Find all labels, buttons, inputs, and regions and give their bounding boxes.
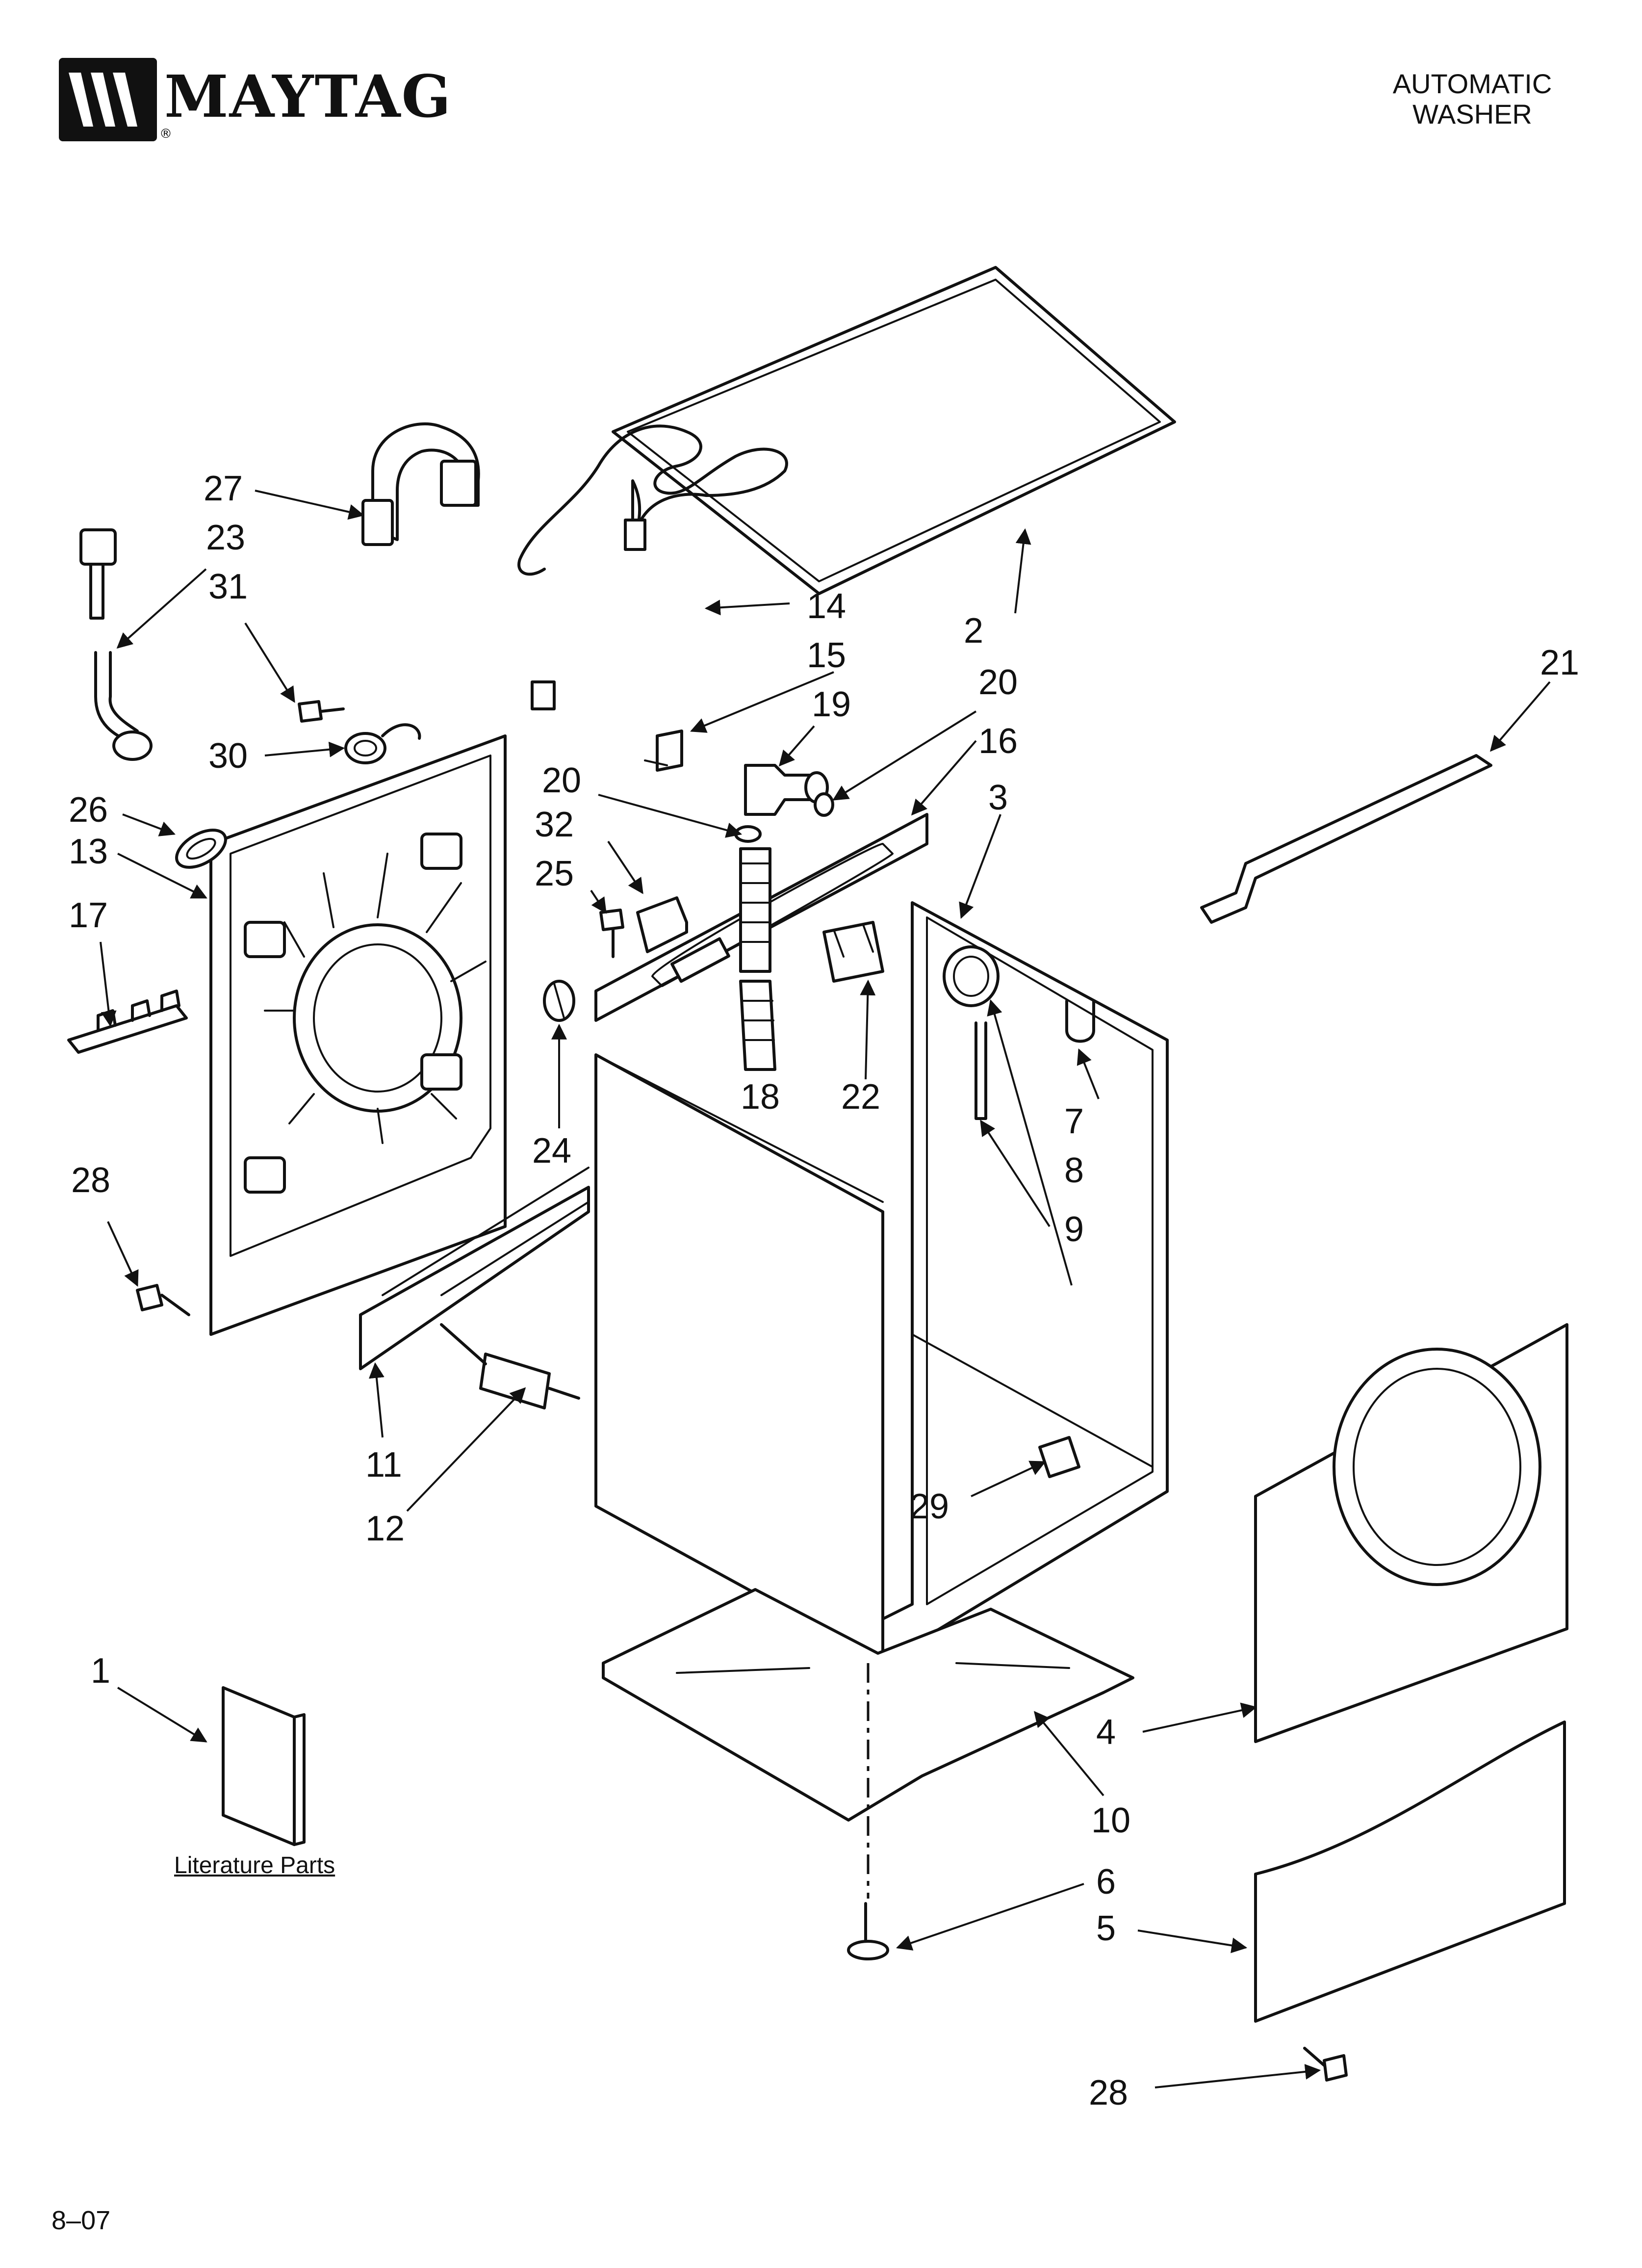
part-top-cover: [612, 266, 1176, 595]
part-lower-front-panel: [1254, 1721, 1566, 2023]
maytag-logo: MAYTAG ®: [59, 58, 451, 146]
part-air-hose: [975, 1021, 987, 1120]
leader-lines: [100, 490, 1551, 2088]
brand-registered-mark: ®: [159, 127, 172, 141]
part-cabinet-body: [594, 1053, 884, 1665]
callout-4: 4: [1096, 1713, 1116, 1752]
callout-9: 9: [1064, 1210, 1084, 1249]
callout-27: 27: [204, 469, 243, 508]
part-leveling-foot: [847, 1663, 889, 1960]
callout-6: 6: [1096, 1862, 1116, 1902]
document-title: AUTOMATIC WASHER: [1350, 69, 1595, 129]
callout-22: 22: [841, 1077, 880, 1117]
part-damper: [440, 1323, 580, 1409]
part-grommet: [175, 829, 227, 869]
callout-31: 31: [208, 567, 248, 606]
callout-14: 14: [807, 587, 846, 626]
part-hose-holder: [67, 990, 188, 1054]
part-clamp-24: [543, 980, 575, 1022]
part-fill-hose: [79, 528, 153, 761]
callout-13: 13: [69, 832, 108, 871]
title-line-2: WASHER: [1412, 98, 1532, 130]
part-pressure-switch: [943, 945, 1000, 1007]
part-brace: [1200, 754, 1492, 924]
callout-11: 11: [365, 1445, 402, 1485]
callout-10: 10: [1091, 1801, 1130, 1840]
brand-name: MAYTAG: [164, 62, 452, 130]
part-screw-left: [136, 1284, 190, 1316]
part-clip: [636, 896, 688, 953]
callout-12: 12: [365, 1509, 405, 1548]
part-clamp-and-screw: [298, 700, 421, 764]
callout-23: 23: [206, 518, 245, 557]
part-power-cord: [517, 424, 788, 710]
maytag-logo-mark: [59, 58, 157, 141]
callout-21: 21: [1540, 643, 1579, 682]
callout-8: 8: [1064, 1151, 1084, 1190]
callout-7: 7: [1064, 1102, 1084, 1141]
literature-parts-label: Literature Parts: [174, 1852, 335, 1878]
part-front-panel: [1254, 1323, 1568, 1743]
callout-24: 24: [532, 1131, 571, 1171]
callout-32: 32: [535, 805, 574, 844]
callout-20-right: 20: [978, 663, 1018, 702]
part-hose-clip: [1065, 999, 1095, 1043]
callout-17: 17: [69, 896, 108, 935]
callout-30: 30: [208, 736, 248, 776]
callout-15: 15: [807, 636, 846, 675]
callout-1: 1: [91, 1651, 110, 1691]
callout-20-left: 20: [542, 761, 581, 800]
callout-28-right: 28: [1089, 2073, 1128, 2112]
title-line-1: AUTOMATIC: [1392, 68, 1552, 99]
part-hose-guide: [361, 422, 480, 546]
part-rear-panel: [209, 734, 507, 1336]
callout-18: 18: [741, 1077, 780, 1117]
callout-5: 5: [1096, 1909, 1116, 1948]
part-hose-elbow: [739, 764, 829, 1071]
callout-25: 25: [535, 854, 574, 893]
callout-numbers: 2 3 4 5 6 7 8 9 10 11 12 13 14 15 16 17 …: [69, 469, 1579, 2112]
part-bracket-clip: [644, 730, 683, 772]
part-switch: [822, 921, 884, 983]
callout-26: 26: [69, 790, 108, 830]
callout-28-left: 28: [71, 1161, 110, 1200]
part-cabinet-frame: [881, 901, 1169, 1665]
callout-3: 3: [988, 778, 1008, 817]
literature-parts-booklet: [222, 1686, 306, 1846]
page-number: 8–07: [51, 2206, 111, 2235]
callout-29: 29: [910, 1487, 949, 1526]
part-screw-right: [1303, 2047, 1348, 2082]
callout-19: 19: [812, 685, 851, 724]
part-bracket-29: [1038, 1436, 1080, 1478]
callout-16: 16: [978, 722, 1018, 761]
callout-2: 2: [964, 611, 983, 651]
part-screw-25: [599, 909, 624, 958]
part-rail: [359, 1167, 590, 1370]
